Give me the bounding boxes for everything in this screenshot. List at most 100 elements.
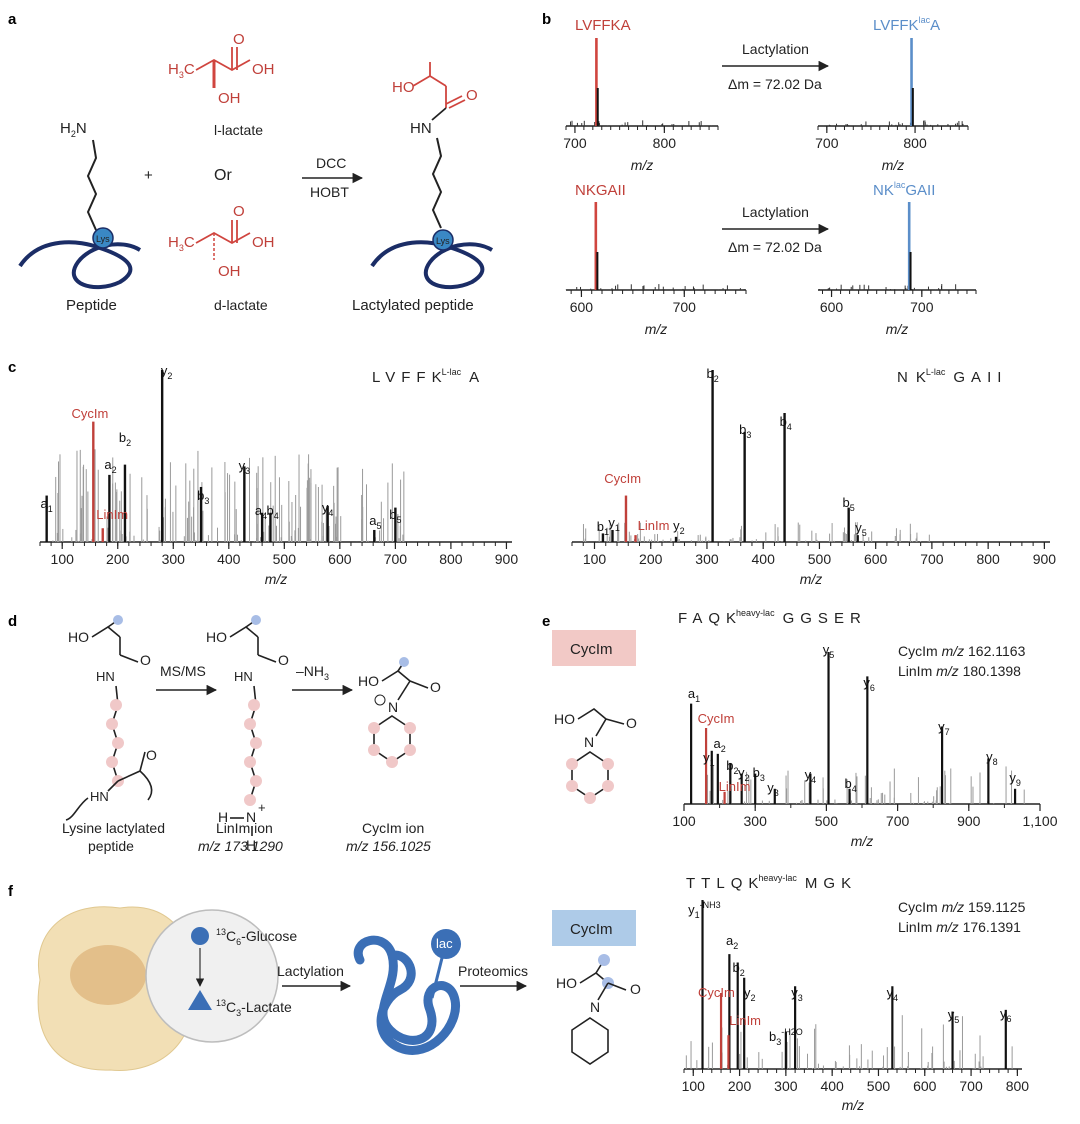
c-label-a2: a2 xyxy=(104,457,116,475)
svg-text:O: O xyxy=(630,981,641,997)
panel-label-b: b xyxy=(542,11,551,28)
b-name-1: LVFFKA xyxy=(575,17,631,34)
d-caption-2a: LinIm ion xyxy=(216,820,273,836)
axis-label: m/z xyxy=(645,321,668,337)
axis-label: m/z xyxy=(882,157,905,173)
d-caption-3a: CycIm ion xyxy=(362,820,424,836)
svg-text:O: O xyxy=(466,87,478,104)
f-note-2: LinIm m/z 176.1391 xyxy=(898,919,1021,935)
tick-label: 500 xyxy=(808,551,832,567)
lac-circle xyxy=(431,929,461,959)
e-label-cycim: CycIm xyxy=(698,711,735,726)
c-label-b3: b3 xyxy=(197,488,209,506)
tick-label: 800 xyxy=(976,551,1000,567)
protein-tangle xyxy=(353,935,461,1055)
oh-label: OH xyxy=(252,61,275,78)
e-note-2: LinIm m/z 180.1398 xyxy=(898,663,1021,679)
c-label-r-y2: y2 xyxy=(673,518,685,536)
tick-label: 800 xyxy=(903,135,927,151)
c-label-b2: b2 xyxy=(119,430,131,448)
b-arrow-label-2: Lactylation xyxy=(742,204,809,220)
panel-label-e: e xyxy=(542,613,550,630)
tick-label: 700 xyxy=(563,135,587,151)
e-label-y8: y8 xyxy=(986,749,998,767)
h2n-label: H2N xyxy=(60,120,87,139)
svg-text:O: O xyxy=(146,747,157,763)
e-label-y1: y1 xyxy=(703,750,715,768)
e-label-y5: y5 xyxy=(823,642,835,660)
panel-label-c: c xyxy=(8,359,16,376)
tick-label: 100 xyxy=(583,551,607,567)
svg-text:OH: OH xyxy=(218,263,241,280)
svg-text:HO: HO xyxy=(68,629,89,645)
axis-label: m/z xyxy=(851,833,874,849)
c-label-y2: y2 xyxy=(161,363,173,381)
tick-label: 600 xyxy=(864,551,888,567)
f-label-linim: LinIm xyxy=(729,1013,761,1028)
tick-label: 400 xyxy=(820,1078,844,1094)
tick-label: 200 xyxy=(106,551,130,567)
svg-text:N: N xyxy=(388,699,398,715)
f-label-y2: y2 xyxy=(744,985,756,1003)
e-label-y2: y2 xyxy=(738,765,750,783)
e-label-b2: b2 xyxy=(726,758,738,776)
lysine-chain xyxy=(86,139,98,231)
tick-label: 900 xyxy=(1033,551,1057,567)
d-lactate-caption: d-lactate xyxy=(214,297,268,313)
d-caption-1a: Lysine lactylated xyxy=(62,820,165,836)
lactate-label: 13C3-Lactate xyxy=(216,998,292,1018)
tick-label: 700 xyxy=(959,1078,983,1094)
peptide-caption: Peptide xyxy=(66,297,117,314)
d-step-2: –NH3 xyxy=(296,663,329,682)
c-label-a5: a5 xyxy=(369,513,381,531)
c-label-y4: y4 xyxy=(322,500,334,518)
glucose-label: 13C6-Glucose xyxy=(216,927,297,947)
svg-text:O: O xyxy=(278,652,289,668)
f-cycim-box xyxy=(552,910,636,946)
panel-label-f: f xyxy=(8,883,14,900)
b-delta-2: Δm = 72.02 Da xyxy=(728,239,822,255)
svg-text:H3C: H3C xyxy=(168,234,195,253)
tick-label: 300 xyxy=(162,551,186,567)
e-label-y6: y6 xyxy=(863,675,875,693)
tick-label: 1,100 xyxy=(1022,813,1057,829)
tick-label: 600 xyxy=(820,299,844,315)
tick-label: 100 xyxy=(51,551,75,567)
f-note-1: CycIm m/z 159.1125 xyxy=(898,899,1026,915)
tick-label: 800 xyxy=(1006,1078,1030,1094)
o-label: O xyxy=(233,31,245,48)
e-note-1: CycIm m/z 162.1163 xyxy=(898,643,1026,659)
panel-a: H2N Lys Peptide + H3C O OH OH l-lactate … xyxy=(18,31,494,314)
tick-label: 800 xyxy=(439,551,463,567)
lysine-lactylated-structure: HO O HN O HN xyxy=(65,615,157,821)
l-lactate-structure: H3C O OH OH xyxy=(168,31,275,107)
f-cycim-structure: HO O N xyxy=(556,954,641,1065)
tick-label: 800 xyxy=(653,135,677,151)
tick-label: 700 xyxy=(910,299,934,315)
tick-label: 300 xyxy=(744,813,768,829)
f-cycim-box-label: CycIm xyxy=(570,921,613,938)
svg-text:H: H xyxy=(246,837,256,853)
panel-b: LVFFKA LVFFKlacA NKGAII NKlacGAII Lactyl… xyxy=(563,15,977,337)
svg-text:HO: HO xyxy=(392,79,415,96)
tick-label: 600 xyxy=(913,1078,937,1094)
f-label-cycim: CycIm xyxy=(698,985,735,1000)
tick-label: 700 xyxy=(384,551,408,567)
panel-d: HO O HN O HN Lysine lactylated peptide M… xyxy=(62,615,441,854)
lac-label: lac xyxy=(436,936,453,951)
f-label-y3: y3 xyxy=(791,985,803,1003)
peptide-backbone xyxy=(18,240,142,290)
f-label-y5: y5 xyxy=(948,1007,960,1025)
svg-text:O: O xyxy=(140,652,151,668)
svg-text:HO: HO xyxy=(206,629,227,645)
f-label-a2: a2 xyxy=(726,933,738,951)
